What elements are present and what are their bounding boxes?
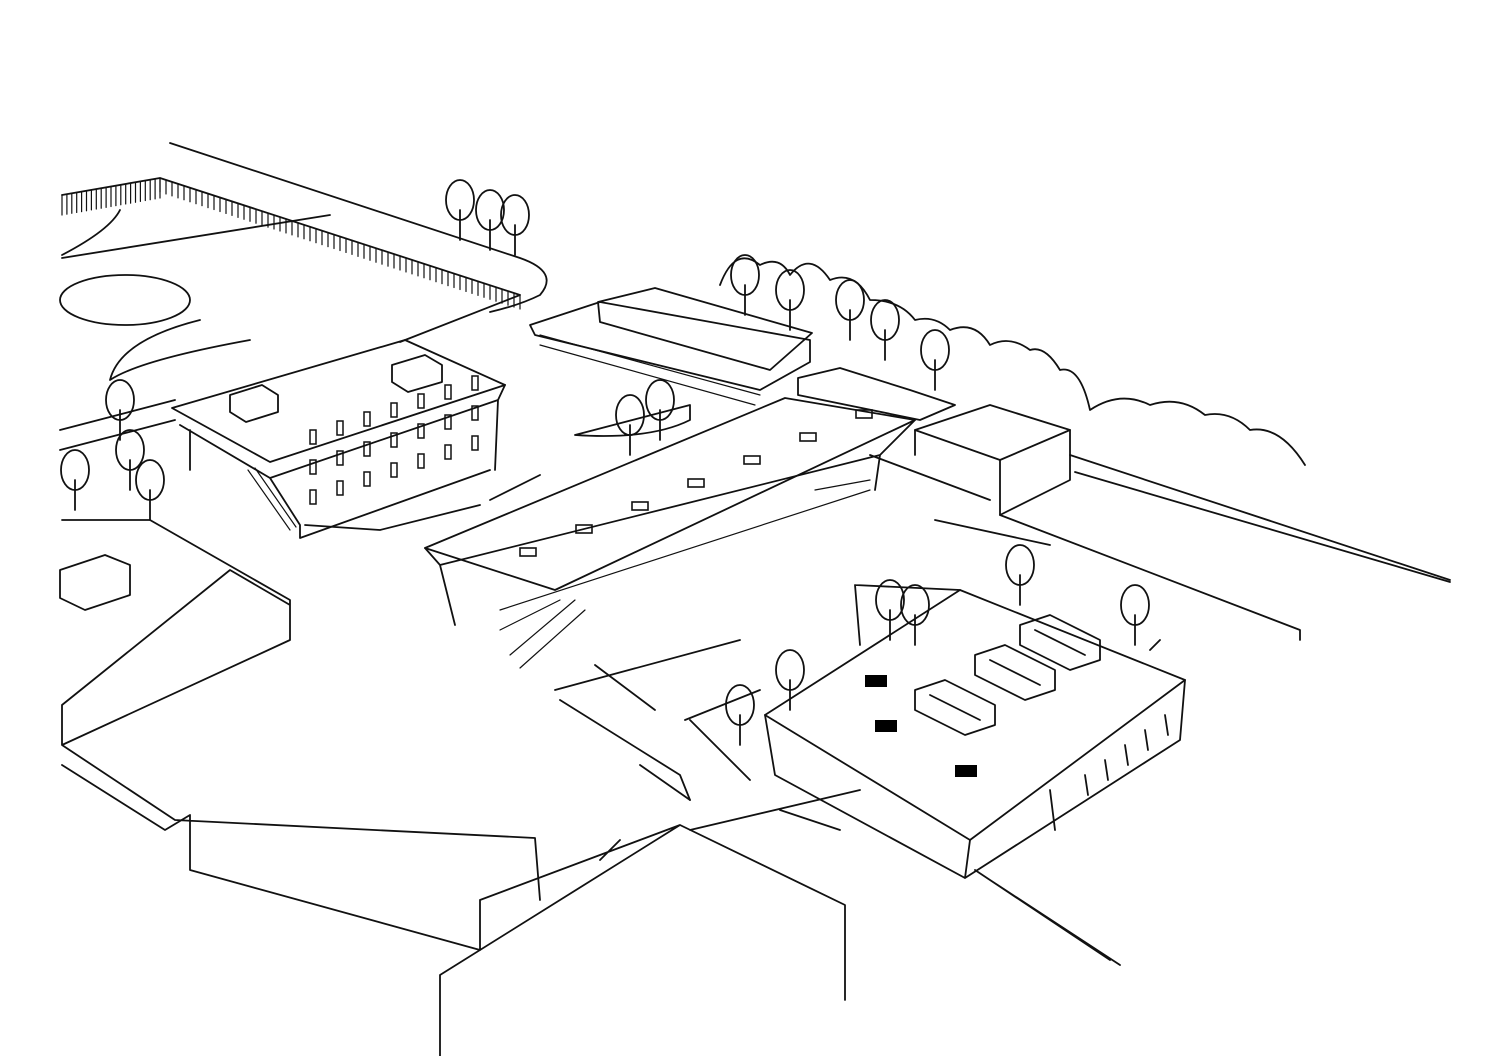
window bbox=[417, 423, 425, 439]
rooftop-unit-divider bbox=[1034, 629, 1086, 656]
rooftop-unit-divider bbox=[929, 694, 981, 721]
central-stair bbox=[509, 479, 871, 669]
sports-field-circle bbox=[59, 274, 191, 326]
school-roof bbox=[171, 339, 506, 463]
sports-field-track bbox=[61, 209, 331, 381]
fence-hatching bbox=[61, 177, 521, 310]
skylight bbox=[743, 455, 761, 465]
window bbox=[309, 489, 317, 505]
road-east bbox=[999, 454, 1451, 651]
window bbox=[363, 471, 371, 487]
school-walls bbox=[179, 384, 506, 539]
window bbox=[336, 420, 344, 436]
school-courtyard-path bbox=[304, 474, 541, 531]
school-windows bbox=[309, 375, 479, 505]
southeast-building-roof bbox=[764, 589, 1186, 841]
window bbox=[471, 435, 479, 451]
rooftop-unit-divider bbox=[989, 659, 1041, 686]
window bbox=[363, 411, 371, 427]
window bbox=[444, 384, 452, 400]
left-fence bbox=[59, 399, 176, 451]
treeline bbox=[719, 257, 1306, 466]
central-building-walls bbox=[424, 419, 916, 626]
window bbox=[471, 405, 479, 421]
roof-hatch bbox=[865, 675, 887, 687]
southeast-building-windows bbox=[1084, 714, 1169, 796]
central-building-underside bbox=[499, 489, 871, 631]
window bbox=[390, 432, 398, 448]
window bbox=[336, 450, 344, 466]
skylight bbox=[631, 501, 649, 511]
rooftop-unit bbox=[914, 679, 996, 736]
upper-building-rooftop-box bbox=[597, 287, 813, 371]
skylight bbox=[855, 409, 873, 419]
window bbox=[309, 429, 317, 445]
skylight bbox=[687, 478, 705, 488]
central-skylights bbox=[519, 409, 873, 557]
perimeter-road bbox=[169, 142, 548, 313]
east-block-walls bbox=[869, 429, 1071, 516]
window bbox=[444, 444, 452, 460]
window bbox=[390, 402, 398, 418]
skylight bbox=[575, 524, 593, 534]
window bbox=[471, 375, 479, 391]
school-rooftop-box-1 bbox=[229, 384, 279, 423]
small-box-northwest bbox=[59, 554, 131, 611]
courtyard-lawn bbox=[574, 404, 691, 437]
school-stair bbox=[247, 467, 297, 531]
connector-block bbox=[797, 367, 956, 421]
west-blocks bbox=[61, 519, 541, 951]
window bbox=[363, 441, 371, 457]
southeast-building-walls bbox=[764, 679, 1186, 879]
south-blocks bbox=[439, 764, 861, 1056]
roof-hatch bbox=[955, 765, 977, 777]
window bbox=[417, 453, 425, 469]
central-plaza bbox=[554, 639, 741, 801]
southeast-rooftop-units bbox=[865, 614, 1101, 777]
upper-building-facade bbox=[539, 334, 761, 406]
upper-building-roof bbox=[529, 301, 811, 391]
rooftop-unit bbox=[974, 644, 1056, 701]
east-block-roof bbox=[914, 404, 1071, 461]
window bbox=[336, 480, 344, 496]
skylight bbox=[799, 432, 817, 442]
southeast-landscape bbox=[684, 519, 1051, 781]
rooftop-unit bbox=[1019, 614, 1101, 671]
window bbox=[390, 462, 398, 478]
window bbox=[417, 393, 425, 409]
window bbox=[309, 459, 317, 475]
ramp bbox=[974, 869, 1121, 966]
roof-hatch bbox=[875, 720, 897, 732]
school-rooftop-box-2 bbox=[391, 354, 443, 393]
window bbox=[444, 414, 452, 430]
trees bbox=[60, 179, 1150, 746]
central-building-roof bbox=[424, 397, 916, 591]
skylight bbox=[519, 547, 537, 557]
